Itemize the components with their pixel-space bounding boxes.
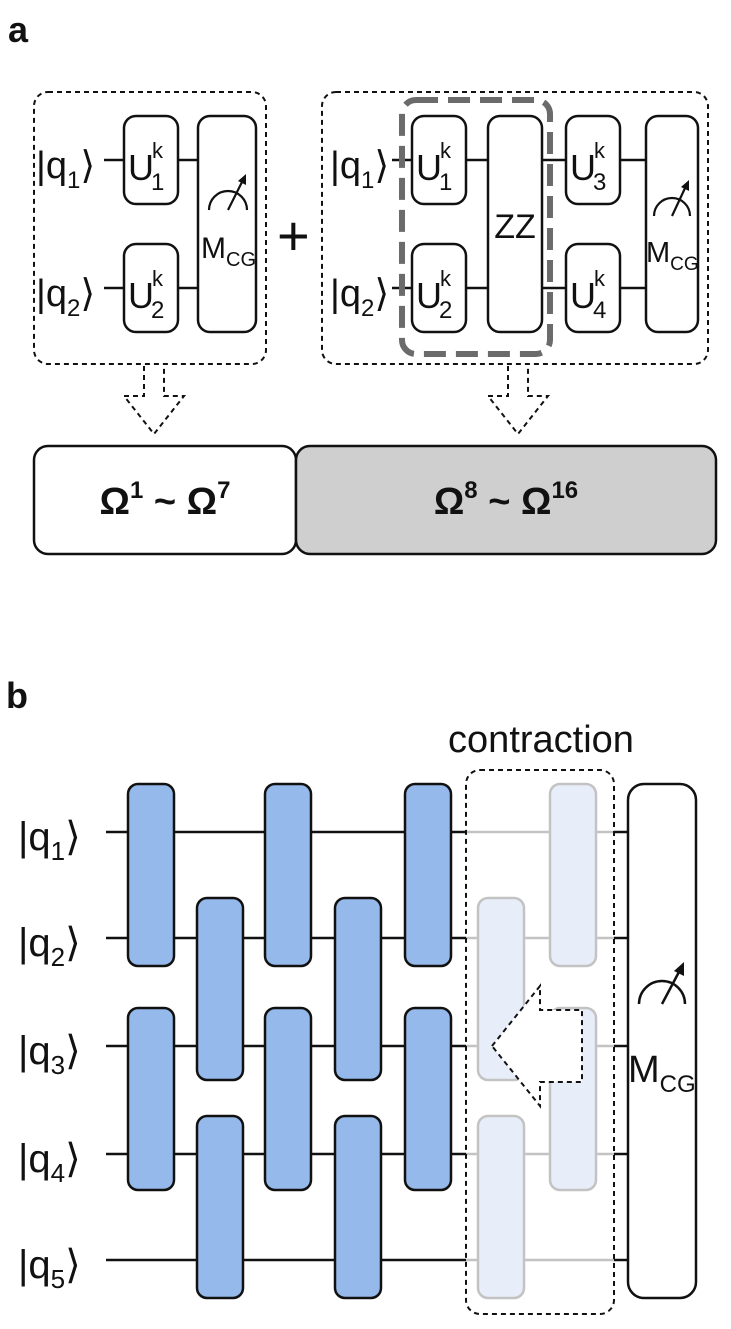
omega-right-box (294, 444, 718, 556)
ket-q1: |q1⟩ (18, 815, 81, 866)
ket-q5: |q5⟩ (18, 1243, 81, 1294)
gate-col2-q45 (195, 1114, 245, 1300)
gate-col4-q23 (333, 896, 383, 1082)
ket-q2: |q2⟩ (18, 921, 81, 972)
zz-gate-label: ZZ (494, 208, 536, 246)
left-gate-u1 (122, 114, 180, 206)
right-measure-label: MCG (646, 237, 699, 275)
left-gate-u2 (122, 242, 180, 334)
brick-gates (126, 782, 453, 1300)
faded-gate-q12 (548, 782, 598, 968)
entangling-block-highlight (399, 97, 553, 357)
omega-left-label: Ω1 ~ Ω7 (100, 477, 231, 523)
panel-b-label: b (6, 675, 28, 716)
gate-col2-q23 (195, 896, 245, 1082)
gate-col3-q34 (263, 1006, 313, 1192)
right-circuit-box (321, 91, 709, 365)
gate-col5-q12 (403, 782, 453, 968)
right-gate-u3 (564, 114, 622, 206)
faded-gates (476, 782, 598, 1300)
left-down-arrow (121, 366, 187, 436)
gate-col3-q12 (263, 782, 313, 968)
gate-col4-q45 (333, 1114, 383, 1300)
zz-gate (486, 114, 544, 334)
gate-col1-q34 (126, 1006, 176, 1192)
left-meter-icon (207, 174, 249, 211)
meter-icon (637, 962, 687, 1005)
right-meter-icon (652, 180, 692, 217)
contraction-label: contraction (448, 719, 634, 761)
gate-col1-q12 (126, 782, 176, 968)
left-circuit-box (33, 91, 267, 365)
wires-to-measure (614, 830, 628, 1262)
omega-right-label: Ω8 ~ Ω16 (434, 477, 578, 523)
panel-a-label: a (8, 9, 29, 50)
contraction-box (465, 769, 615, 1315)
left-ket-q1: |q1⟩ (36, 145, 95, 194)
ket-q3: |q3⟩ (18, 1029, 81, 1080)
right-ket-q1: |q1⟩ (330, 145, 389, 194)
contraction-arrow-icon (490, 983, 583, 1109)
right-ket-q2: |q2⟩ (330, 273, 389, 322)
gate-col5-q34 (403, 1006, 453, 1192)
left-measure-box (196, 114, 258, 334)
measure-label: MCG (628, 1049, 696, 1098)
left-ket-q2: |q2⟩ (36, 273, 95, 322)
right-gate-u1 (410, 114, 468, 206)
right-gate-u4 (564, 242, 622, 334)
measure-box (626, 782, 698, 1300)
ket-q4: |q4⟩ (18, 1137, 81, 1188)
faded-gate-q45 (476, 1114, 526, 1300)
right-measure-box (644, 114, 700, 334)
right-down-arrow (485, 366, 551, 436)
plus-sign: + (277, 204, 310, 267)
left-measure-label: MCG (201, 232, 256, 271)
right-gate-u2 (410, 242, 468, 334)
